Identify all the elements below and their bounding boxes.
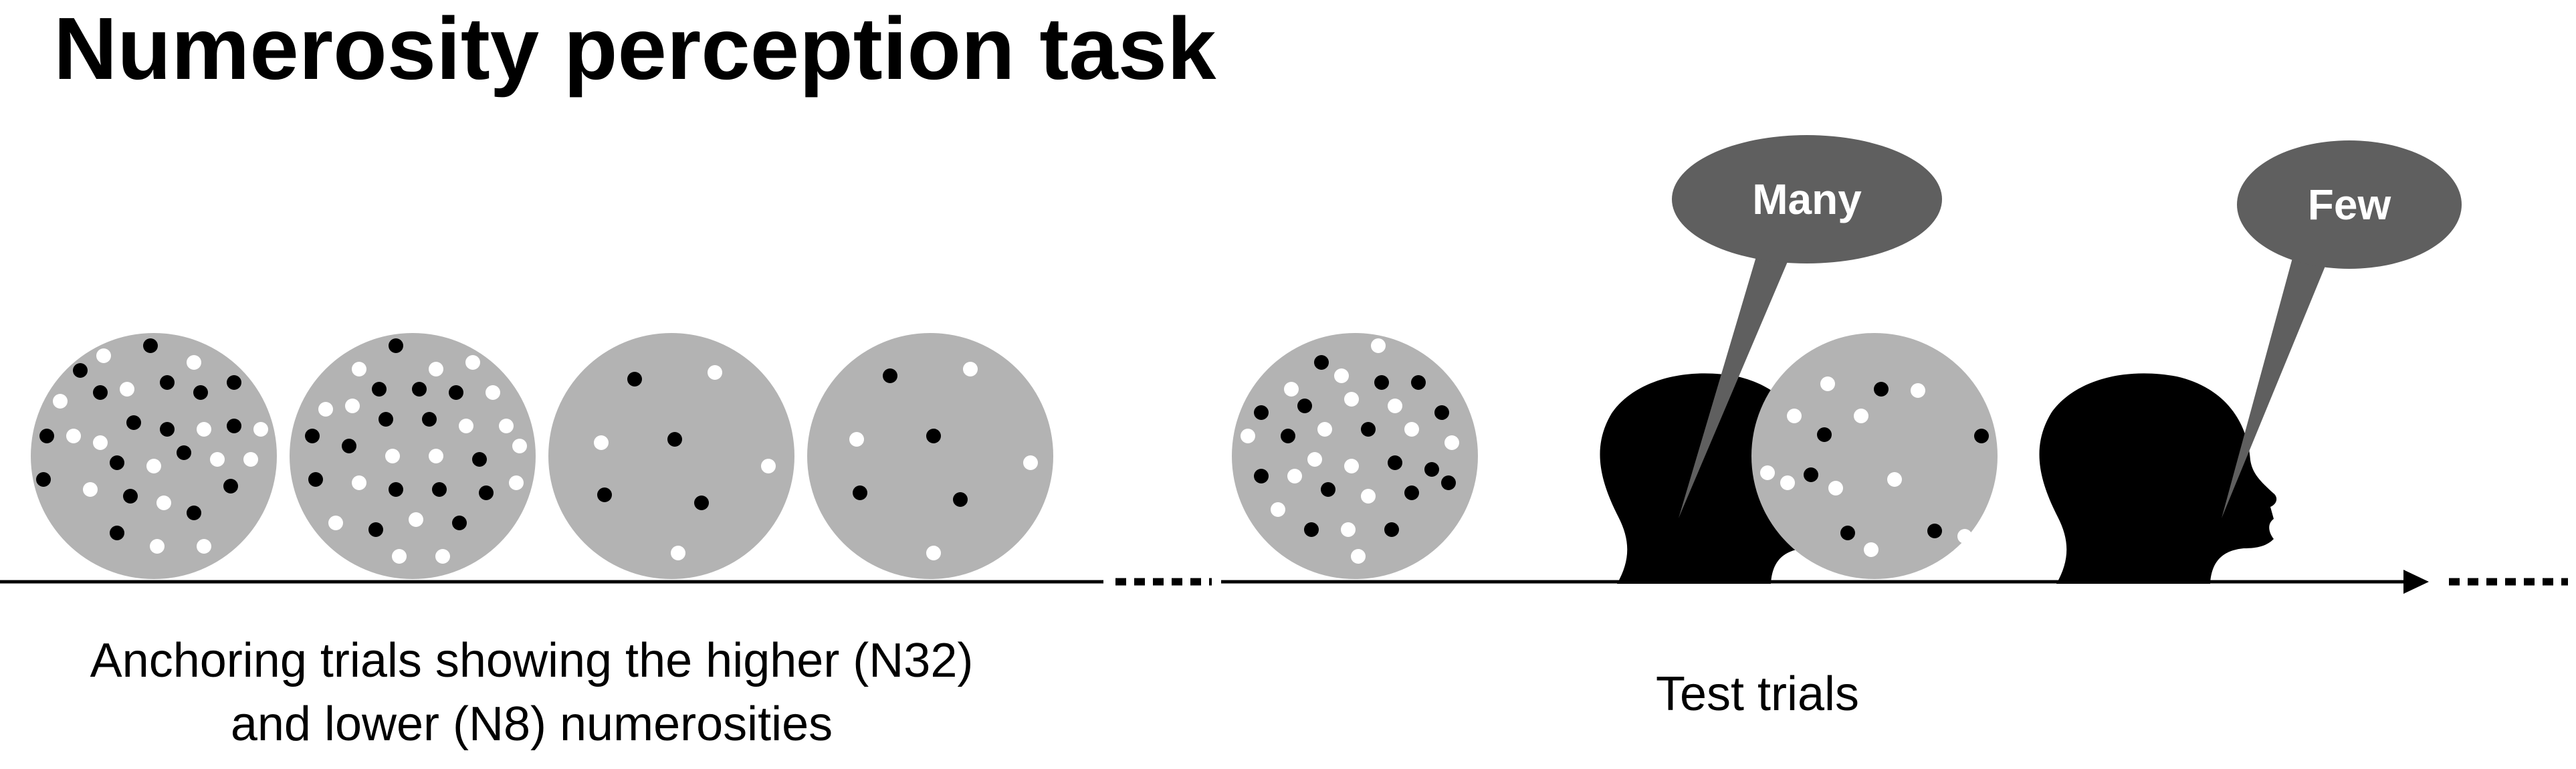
stimulus-disc-n32 <box>31 333 277 579</box>
speech-bubble-few-label: Few <box>2308 181 2391 229</box>
speech-bubble-many-label: Many <box>1752 175 1862 223</box>
anchoring-trials <box>31 333 1053 579</box>
participant-head <box>2039 373 2277 584</box>
test-trials <box>1232 333 2277 584</box>
test-caption: Test trials <box>1656 667 1859 721</box>
stimulus-disc-n16 <box>1751 333 1998 579</box>
speech-bubble-few: Few <box>2222 140 2462 518</box>
anchoring-caption-line-1: Anchoring trials showing the higher (N32… <box>90 634 974 687</box>
anchoring-caption-line-2: and lower (N8) numerosities <box>231 697 833 751</box>
anchoring-caption: Anchoring trials showing the higher (N32… <box>90 634 974 751</box>
stimulus-disc-n8 <box>548 333 794 579</box>
stimulus-disc-n32 <box>1232 333 1478 579</box>
stimulus-disc-n32 <box>290 333 536 579</box>
speech-bubble-many: Many <box>1672 135 1942 518</box>
timeline-arrowhead <box>2403 570 2429 594</box>
stimulus-disc-n8 <box>807 333 1053 579</box>
diagram-title: Numerosity perception task <box>53 0 1216 98</box>
